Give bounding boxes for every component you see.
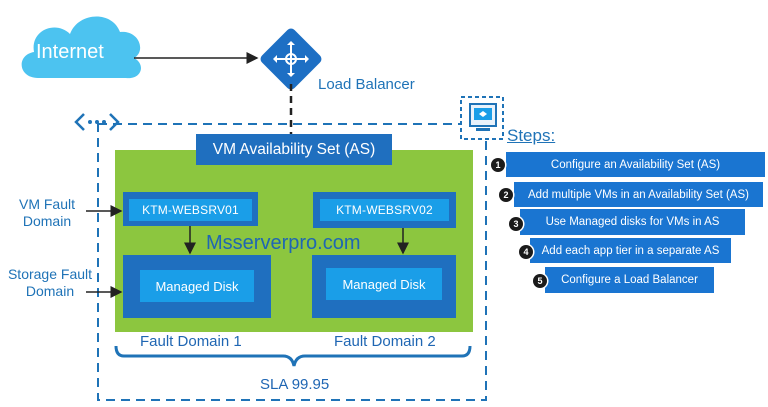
step-1-box: Configure an Availability Set (AS) — [506, 152, 765, 177]
load-balancer-icon — [260, 28, 322, 90]
vm1-name: KTM-WEBSRV01 — [129, 199, 252, 221]
step-4-number: 4 — [519, 245, 533, 259]
fault-domain-bracket — [114, 345, 472, 367]
disk2-label: Managed Disk — [326, 268, 442, 300]
vnet-boundary — [97, 123, 487, 401]
load-balancer-label: Load Balancer — [318, 76, 415, 93]
step-5-box: Configure a Load Balancer — [545, 267, 714, 293]
vm-fault-domain-label: VM Fault Domain — [18, 196, 75, 229]
fault-domain-1-label: Fault Domain 1 — [140, 333, 242, 350]
step-2-number: 2 — [499, 188, 513, 202]
availability-set-title: VM Availability Set (AS) — [196, 134, 392, 165]
step-3-number: 3 — [509, 217, 523, 231]
vm2-name: KTM-WEBSRV02 — [320, 199, 449, 221]
cloud-icon — [21, 16, 141, 79]
step-3-box: Use Managed disks for VMs in AS — [520, 209, 745, 235]
step-1-number: 1 — [491, 158, 505, 172]
virtual-network-icon — [74, 113, 120, 131]
steps-title: Steps: — [507, 126, 556, 145]
storage-fault-domain-label: Storage Fault Domain — [7, 266, 93, 299]
availability-set-icon — [460, 96, 504, 140]
step-5-number: 5 — [533, 274, 547, 288]
step-2-box: Add multiple VMs in an Availability Set … — [514, 182, 763, 207]
internet-label: Internet — [36, 41, 104, 63]
disk1-label: Managed Disk — [140, 270, 254, 302]
watermark-text: Msserverpro.com — [206, 232, 361, 254]
step-4-box: Add each app tier in a separate AS — [530, 238, 731, 263]
fault-domain-2-label: Fault Domain 2 — [334, 333, 436, 350]
sla-label: SLA 99.95 — [260, 376, 330, 393]
